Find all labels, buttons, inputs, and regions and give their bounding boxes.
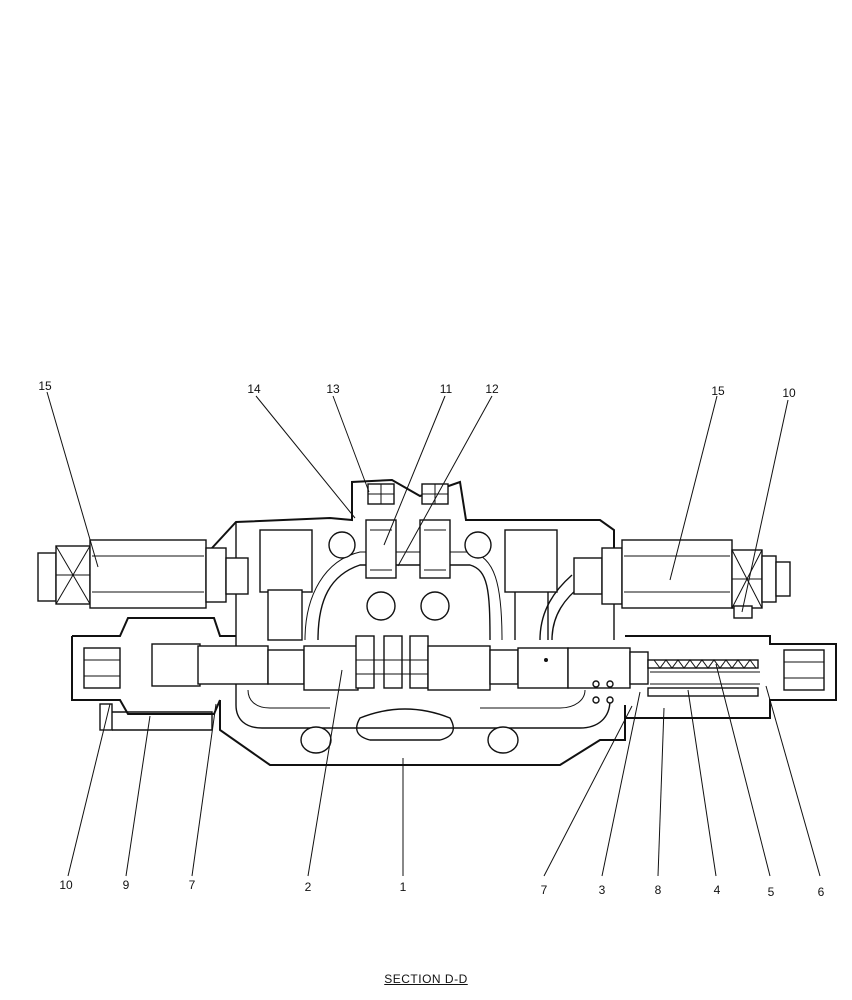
section-caption: SECTION D-D — [384, 972, 468, 986]
side-chambers — [259, 529, 558, 641]
left-end-cap — [71, 617, 236, 731]
leader-lines — [46, 391, 821, 877]
callout-4: 4 — [714, 883, 721, 897]
callout-10-bottom: 10 — [59, 878, 73, 892]
callout-14: 14 — [247, 382, 261, 396]
callout-7-left: 7 — [189, 878, 196, 892]
callout-2: 2 — [305, 880, 312, 894]
callout-1: 1 — [400, 880, 407, 894]
callout-5: 5 — [768, 885, 775, 899]
callout-11: 11 — [440, 382, 453, 396]
callout-15-left: 15 — [38, 379, 52, 393]
check-valve-assembly — [328, 483, 492, 621]
valve-body-lower — [219, 640, 626, 766]
main-spool — [151, 635, 569, 691]
left-relief-valve — [37, 539, 249, 609]
callout-13: 13 — [326, 382, 340, 396]
callout-6: 6 — [818, 885, 825, 899]
callout-9: 9 — [123, 878, 130, 892]
callout-3: 3 — [599, 883, 606, 897]
internal-passages — [247, 551, 586, 709]
callout-12: 12 — [485, 382, 499, 396]
callout-labels: 15 14 13 11 12 15 10 10 9 7 2 1 7 3 8 4 … — [38, 379, 824, 899]
callout-15-right: 15 — [711, 384, 725, 398]
right-spring-housing — [567, 635, 837, 719]
callout-10-top: 10 — [782, 386, 796, 400]
callout-7-right: 7 — [541, 883, 548, 897]
right-relief-valve — [573, 539, 791, 619]
callout-8: 8 — [655, 883, 662, 897]
